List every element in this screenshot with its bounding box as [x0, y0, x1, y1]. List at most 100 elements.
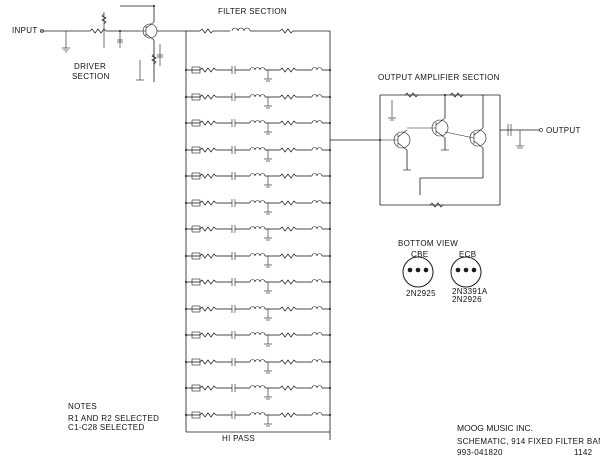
filter-row-6-output-coil: [311, 200, 323, 204]
filter-row-10-bus-junction: [329, 308, 331, 310]
title-block-company: MOOG MUSIC INC.: [457, 423, 533, 433]
filter-row-11-junction: [185, 334, 187, 336]
driver-section-label-2: SECTION: [72, 72, 110, 81]
filter-row-9-output-coil: [311, 279, 323, 283]
notes-title: NOTES: [68, 402, 97, 411]
filter-row-1-resistor-b: [279, 67, 297, 73]
notes-line-1: R1 AND R2 SELECTED: [68, 414, 159, 423]
filter-row-12-bus-junction: [329, 361, 331, 363]
filter-row-9-bus-junction: [329, 281, 331, 283]
filter-row-10-junction: [185, 308, 187, 310]
output-amplifier-label: OUTPUT AMPLIFIER SECTION: [378, 73, 500, 82]
output-amplifier-section: [379, 92, 543, 208]
filter-row-10-resistor-a: [199, 306, 217, 312]
filter-row-11-output-coil: [311, 332, 323, 336]
bottom-view-right-part-1: 2N3391A: [452, 287, 488, 296]
filter-row-6-resistor-b: [279, 200, 297, 206]
filter-row-4-inductor: [249, 147, 266, 151]
filter-row-9-junction: [185, 281, 187, 283]
filter-row-3-inductor: [249, 120, 266, 124]
hi-pass-label: HI PASS: [222, 434, 255, 443]
filter-row-2-bus-junction: [329, 96, 331, 98]
filter-row-1-junction: [185, 69, 187, 71]
filter-row-6-bus-junction: [329, 202, 331, 204]
filter-row-14-resistor-b: [279, 412, 297, 418]
filter-row-1-bus-junction: [329, 69, 331, 71]
filter-row-6-resistor-a: [199, 200, 217, 206]
filter-row-4-junction: [185, 149, 187, 151]
filter-row-13-junction: [185, 387, 187, 389]
filter-row-3-resistor-a: [199, 120, 217, 126]
filter-row-10-output-coil: [311, 306, 323, 310]
filter-row-14-inductor: [249, 412, 266, 416]
filter-row-13-inductor: [249, 385, 266, 389]
filter-row-3-resistor-b: [279, 120, 297, 126]
filter-row-8-bus-junction: [329, 255, 331, 257]
filter-row-4-resistor-a: [199, 147, 217, 153]
filter-row-8-resistor-b: [279, 253, 297, 259]
filter-row-11-inductor: [249, 332, 266, 336]
filter-row-7-resistor-a: [199, 226, 217, 232]
filter-row-1-resistor-a: [199, 67, 217, 73]
filter-row-14-junction: [185, 414, 187, 416]
filter-row-14-output-coil: [311, 412, 323, 416]
filter-row-9-resistor-b: [279, 279, 297, 285]
bottom-view-left-part: 2N2925: [406, 289, 436, 298]
filter-section-label: FILTER SECTION: [218, 7, 287, 16]
output-label: OUTPUT: [546, 126, 581, 135]
filter-row-2-resistor-a: [199, 94, 217, 100]
bottom-view-title: BOTTOM VIEW: [398, 239, 458, 248]
filter-row-8-junction: [185, 255, 187, 257]
title-block-title: SCHEMATIC, 914 FIXED FILTER BANK: [457, 437, 600, 446]
bottom-view-right-pins: ECB: [459, 250, 476, 259]
filter-row-1-output-coil: [311, 67, 323, 71]
bottom-view-left-pins: CBE: [411, 250, 428, 259]
filter-row-10-resistor-b: [279, 306, 297, 312]
filter-row-13-output-coil: [311, 385, 323, 389]
filter-row-5-junction: [185, 175, 187, 177]
bottom-view-packages: [402, 256, 482, 288]
filter-row-10-inductor: [249, 306, 266, 310]
filter-row-4-resistor-b: [279, 147, 297, 153]
filter-row-14-resistor-a: [199, 412, 217, 418]
filter-row-1-inductor: [249, 67, 266, 71]
notes-line-2: C1-C28 SELECTED: [68, 423, 145, 432]
filter-row-8-output-coil: [311, 253, 323, 257]
filter-row-7-output-coil: [311, 226, 323, 230]
filter-row-4-bus-junction: [329, 149, 331, 151]
title-block-sheet: 1142: [574, 448, 593, 457]
filter-row-8-resistor-a: [199, 253, 217, 259]
filter-row-5-bus-junction: [329, 175, 331, 177]
filter-row-6-inductor: [249, 200, 266, 204]
filter-row-12-output-coil: [311, 359, 323, 363]
filter-row-13-resistor-b: [279, 385, 297, 391]
filter-row-2-inductor: [249, 94, 266, 98]
bottom-view-right-part-2: 2N2926: [452, 295, 482, 304]
filter-row-7-inductor: [249, 226, 266, 230]
filter-row-11-resistor-b: [279, 332, 297, 338]
filter-row-7-bus-junction: [329, 228, 331, 230]
filter-row-9-inductor: [249, 279, 266, 283]
filter-row-5-output-coil: [311, 173, 323, 177]
driver-section: [40, 5, 186, 82]
filter-row-2-junction: [185, 96, 187, 98]
driver-section-label-1: DRIVER: [74, 62, 106, 71]
filter-row-2-resistor-b: [279, 94, 297, 100]
filter-row-2-output-coil: [311, 94, 323, 98]
filter-row-5-resistor-b: [279, 173, 297, 179]
filter-row-5-inductor: [249, 173, 266, 177]
filter-row-12-junction: [185, 361, 187, 363]
filter-row-5-resistor-a: [199, 173, 217, 179]
filter-row-3-junction: [185, 122, 187, 124]
filter-row-12-inductor: [249, 359, 266, 363]
filter-row-14-bus-junction: [329, 414, 331, 416]
filter-row-3-output-coil: [311, 120, 323, 124]
filter-rows: [185, 66, 331, 427]
title-block-drawing-number: 993-041820: [457, 448, 503, 457]
filter-row-13-resistor-a: [199, 385, 217, 391]
filter-row-7-resistor-b: [279, 226, 297, 232]
filter-row-11-resistor-a: [199, 332, 217, 338]
filter-row-12-resistor-a: [199, 359, 217, 365]
input-label: INPUT: [12, 26, 38, 35]
